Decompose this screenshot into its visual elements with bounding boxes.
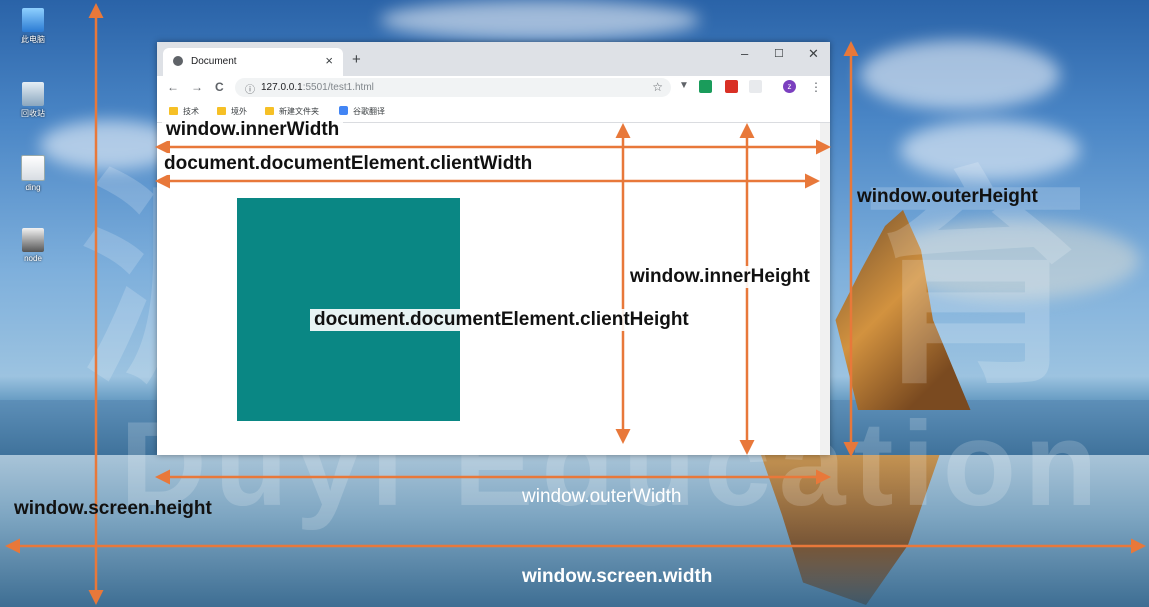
folder-icon xyxy=(169,107,178,115)
desktop-icon-recycle-bin[interactable]: 回收站 xyxy=(14,82,52,119)
globe-icon xyxy=(173,56,183,66)
desktop-icon-computer[interactable]: 此电脑 xyxy=(14,8,52,45)
label-outer-width: window.outerWidth xyxy=(522,486,682,507)
folder-icon xyxy=(217,107,226,115)
profile-avatar[interactable]: z xyxy=(783,80,796,93)
label-outer-height: window.outerHeight xyxy=(857,186,1038,207)
info-icon: ⓘ xyxy=(245,85,255,96)
bookmark-item[interactable]: 技术 xyxy=(169,106,199,117)
close-window-button[interactable]: ✕ xyxy=(808,46,819,61)
folder-icon xyxy=(265,107,274,115)
browser-toolbar: ← → C ⓘ 127.0.0.1:5501/test1.html ☆ ▼ z … xyxy=(157,76,830,100)
label-inner-width: window.innerWidth xyxy=(162,119,344,141)
url-text: 127.0.0.1:5501/test1.html xyxy=(261,82,374,93)
desktop-icon-ding[interactable]: ding xyxy=(14,155,52,192)
label-screen-height: window.screen.height xyxy=(14,498,212,519)
menu-kebab-icon[interactable]: ⋮ xyxy=(810,80,822,94)
blank-extension-icon[interactable] xyxy=(749,80,762,93)
app-icon xyxy=(22,228,44,252)
minimize-button[interactable]: – xyxy=(741,46,749,61)
tab-document[interactable]: Document × xyxy=(163,48,343,76)
desktop-icon-node[interactable]: node xyxy=(14,228,52,263)
maximize-button[interactable]: ☐ xyxy=(774,48,784,60)
label-inner-height: window.innerHeight xyxy=(626,266,814,288)
translate-icon xyxy=(339,106,348,115)
label-screen-width: window.screen.width xyxy=(522,566,713,587)
bookmark-item[interactable]: 境外 xyxy=(217,106,247,117)
tab-strip: Document × + – ☐ ✕ xyxy=(157,42,830,76)
tab-title: Document xyxy=(191,56,237,67)
address-bar[interactable]: ⓘ 127.0.0.1:5501/test1.html ☆ xyxy=(235,78,671,97)
vertical-scrollbar[interactable] xyxy=(820,123,830,455)
bookmarks-bar: 技术 境外 新建文件夹 谷歌翻译 xyxy=(157,100,830,123)
label-client-height: document.documentElement.clientHeight xyxy=(310,309,693,331)
pdf-extension-icon[interactable] xyxy=(725,80,738,93)
tab-close-icon[interactable]: × xyxy=(325,53,333,68)
back-button[interactable]: ← xyxy=(167,80,179,94)
filter-extension-icon[interactable]: ▼ xyxy=(679,80,689,91)
bookmark-item[interactable]: 新建文件夹 xyxy=(265,106,319,117)
file-icon xyxy=(21,155,45,181)
label-client-width: document.documentElement.clientWidth xyxy=(160,153,537,175)
forward-button[interactable]: → xyxy=(191,80,203,94)
computer-icon xyxy=(22,8,44,32)
new-tab-button[interactable]: + xyxy=(352,51,361,68)
recycle-bin-icon xyxy=(22,82,44,106)
bookmark-item[interactable]: 谷歌翻译 xyxy=(339,106,385,117)
bookmark-star-icon[interactable]: ☆ xyxy=(652,80,663,94)
beta-extension-icon[interactable] xyxy=(699,80,712,93)
reload-button[interactable]: C xyxy=(215,80,224,94)
